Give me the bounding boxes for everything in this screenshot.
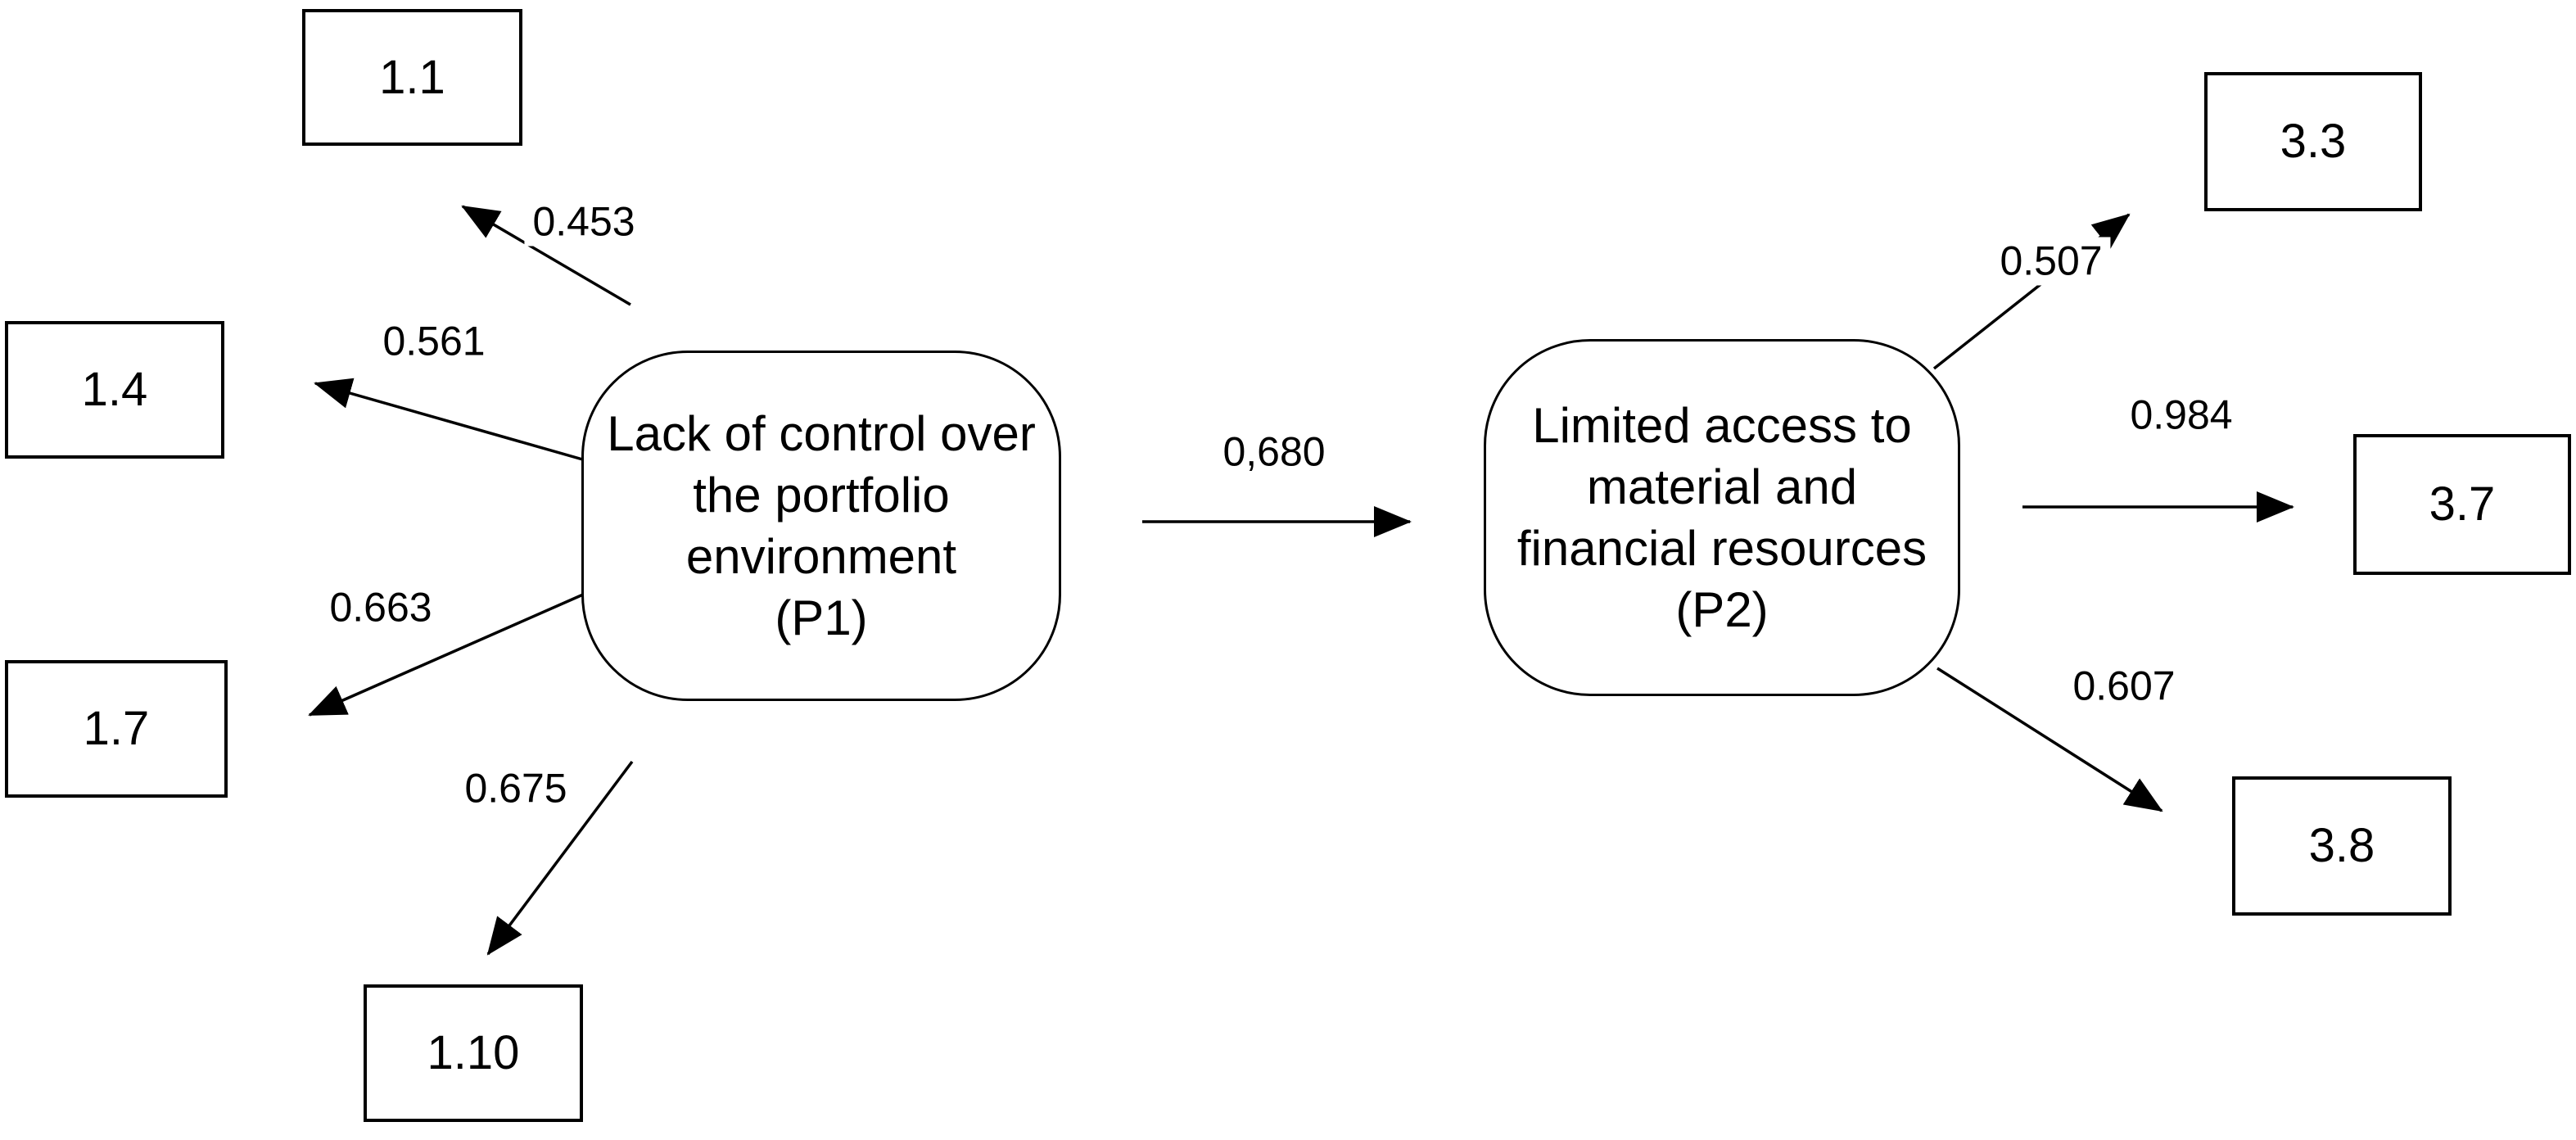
indicator-box-3-3: 3.3 [2204,72,2422,211]
indicator-box-3-8: 3.8 [2232,776,2452,916]
indicator-label: 3.8 [2308,819,2375,872]
indicator-label: 3.7 [2429,477,2496,531]
indicator-box-1-7: 1.7 [5,660,228,798]
indicator-label: 1.4 [81,363,148,416]
latent-node-p1-line: (P1) [775,590,868,645]
latent-node-p2-line: (P2) [1675,582,1769,637]
arrow-p1-to-1-1 [461,205,631,306]
path-value-p1-p2: 0,680 [1214,428,1334,477]
latent-node-p1: Lack of control over the portfolio envir… [581,351,1061,701]
arrow-p1-to-1-4 [314,378,586,462]
latent-node-p1-line: environment [685,529,957,584]
path-value-p2-3-3: 0.507 [1991,237,2111,286]
path-value-p1-1-4: 0.561 [374,317,494,366]
indicator-label: 3.3 [2280,115,2347,168]
latent-node-p2: Limited access to material and financial… [1484,339,1960,696]
latent-node-p2-line: material and [1586,459,1858,514]
latent-node-p2-line: financial resources [1516,521,1927,576]
path-value-p2-3-8: 0.607 [2064,662,2184,711]
indicator-box-1-10: 1.10 [364,984,583,1122]
arrow-p2-to-3-8 [1937,667,2163,812]
latent-node-p1-line: the portfolio [693,468,950,522]
indicator-box-1-4: 1.4 [5,321,224,459]
path-value-p1-1-7: 0.663 [321,583,441,632]
arrow-p1-to-1-7 [308,593,584,717]
indicator-label: 1.1 [379,50,445,104]
indicator-label: 1.10 [427,1026,520,1079]
path-value-p2-3-7: 0.984 [2122,391,2241,440]
indicator-box-3-7: 3.7 [2353,434,2571,575]
arrow-p1-to-1-10 [486,760,634,956]
latent-node-p1-line: Lack of control over [607,406,1036,461]
indicator-box-1-1: 1.1 [302,9,522,146]
path-value-p1-1-1: 0.453 [524,197,644,247]
path-value-p1-1-10: 0.675 [456,764,576,813]
indicator-label: 1.7 [83,702,150,755]
latent-node-p2-line: Limited access to [1532,398,1912,453]
